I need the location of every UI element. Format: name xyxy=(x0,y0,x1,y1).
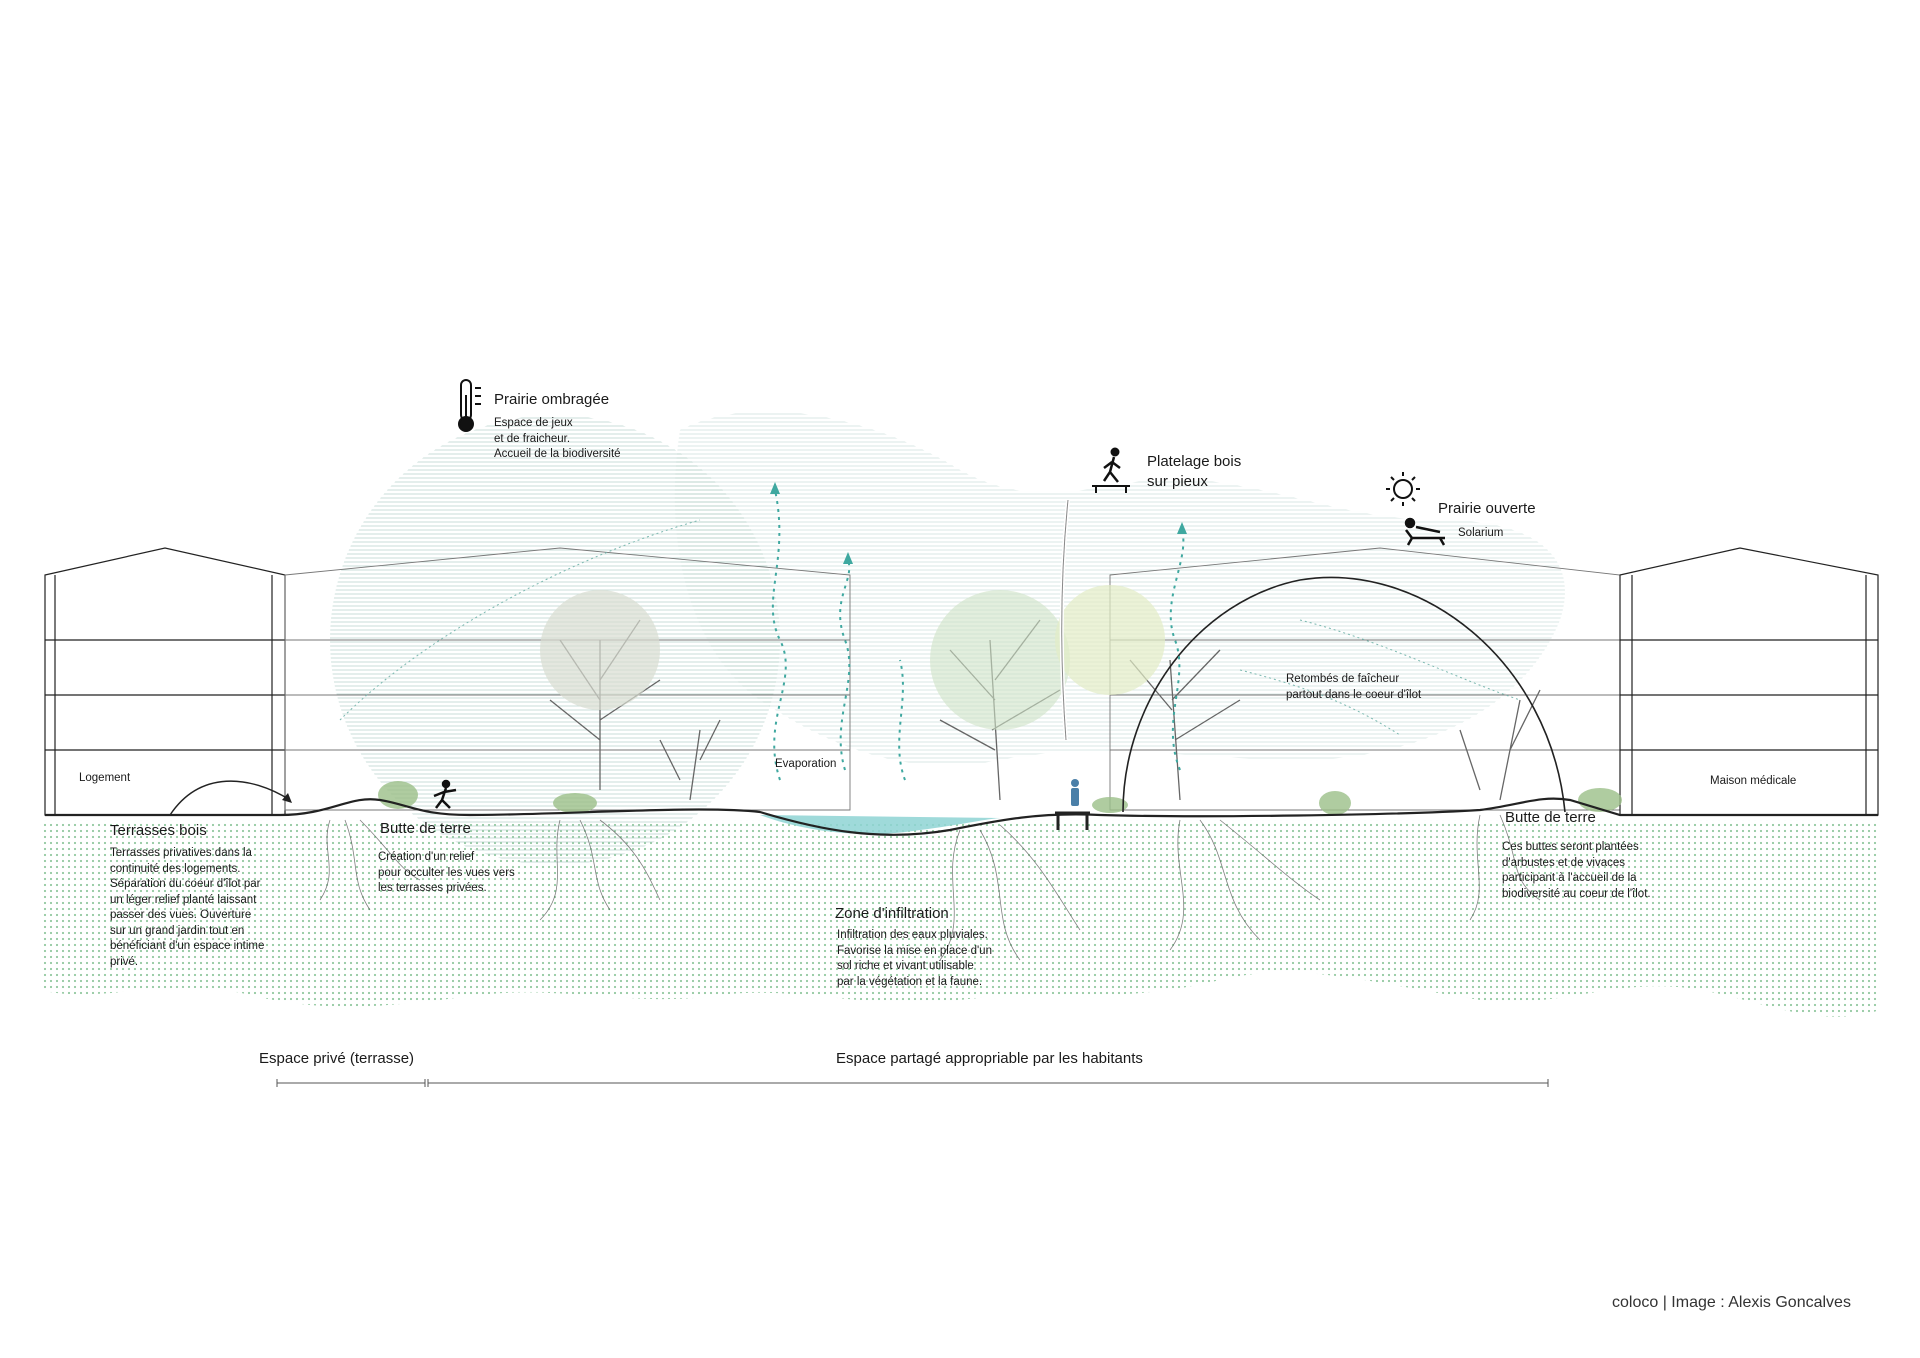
trees xyxy=(540,585,1541,801)
zone-infiltration-title: Zone d'infiltration xyxy=(835,905,949,922)
underground-dots xyxy=(40,820,1880,1017)
thermometer-icon xyxy=(458,379,481,432)
zone-infiltration-desc: Infiltration des eaux pluviales. Favoris… xyxy=(837,929,992,988)
platelage-title: Platelage bois sur pieux xyxy=(1147,453,1242,490)
evaporation-label: Evaporation xyxy=(775,758,837,770)
image-credit: coloco | Image : Alexis Goncalves xyxy=(1612,1294,1851,1311)
retombes-label: Retombés de faîcheur partout dans le coe… xyxy=(1286,673,1422,701)
sunbather-icon xyxy=(1404,517,1446,546)
person-figure xyxy=(1071,779,1079,806)
terrasses-bois-title: Terrasses bois xyxy=(110,822,207,839)
prairie-ombragee-title: Prairie ombragée xyxy=(494,391,610,408)
building-right xyxy=(1619,547,1879,816)
water-basin xyxy=(760,815,1000,835)
sun-icon xyxy=(1386,472,1420,506)
runner-figure xyxy=(433,779,457,809)
maison-medicale-label: Maison médicale xyxy=(1710,775,1797,787)
butte-left-title: Butte de terre xyxy=(380,820,471,837)
range-shared xyxy=(427,1079,1549,1087)
evaporation-arrowheads xyxy=(770,482,1187,564)
evaporation-arrows xyxy=(771,489,1185,781)
prairie-ombragee-desc: Espace de jeux et de fraicheur. Accueil … xyxy=(494,417,621,461)
walking-person-icon xyxy=(1092,447,1130,493)
boardwalk xyxy=(1055,811,1090,830)
terrasses-bois-desc: Terrasses privatives dans la continuité … xyxy=(110,847,265,968)
prairie-ouverte-title: Prairie ouverte xyxy=(1438,500,1536,517)
ground-line xyxy=(45,797,1878,836)
roots xyxy=(319,814,1541,961)
butte-right-desc: Ces buttes seront plantées d'arbustes et… xyxy=(1502,841,1651,900)
solarium-label: Solarium xyxy=(1458,527,1504,539)
range-shared-label: Espace partagé appropriable par les habi… xyxy=(836,1050,1143,1067)
butte-right-title: Butte de terre xyxy=(1505,809,1596,826)
butte-left-desc: Création d'un relief pour occulter les v… xyxy=(378,851,515,895)
terrace-arc xyxy=(169,780,291,816)
platelage-arrow-outline xyxy=(1061,499,1069,741)
range-private-label: Espace privé (terrasse) xyxy=(259,1050,415,1067)
logement-label: Logement xyxy=(79,772,131,784)
solarium-dome xyxy=(1122,576,1566,813)
freshness-curves xyxy=(339,519,1521,736)
range-private xyxy=(276,1079,426,1087)
